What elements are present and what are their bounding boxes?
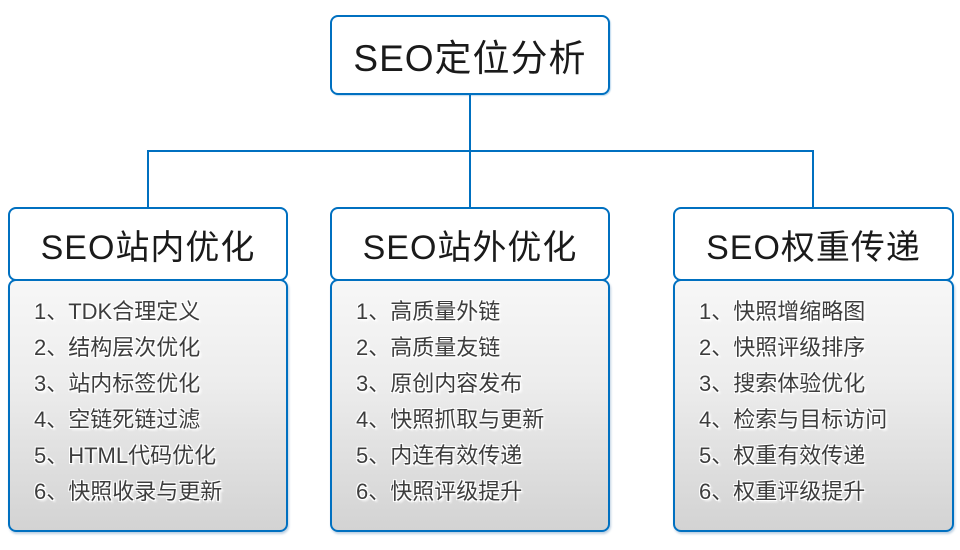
connector-branch-bar: [147, 150, 814, 152]
list-item: 1、快照增缩略图: [699, 299, 866, 324]
branch-weight-title: SEO权重传递: [706, 228, 921, 267]
branch-onsite-header: SEO站内优化: [8, 207, 288, 281]
list-item: 3、搜索体验优化: [699, 371, 866, 396]
branch-weight-transfer: SEO权重传递 1、快照增缩略图 2、快照评级排序 3、搜索体验优化 4、检索与…: [673, 207, 954, 532]
list-item: 5、HTML代码优化: [34, 443, 217, 468]
branch-onsite-title: SEO站内优化: [40, 228, 256, 267]
branch-offsite-optimization: SEO站外优化 1、高质量外链 2、高质量友链 3、原创内容发布 4、快照抓取与…: [330, 207, 610, 532]
list-item: 2、高质量友链: [356, 335, 501, 360]
root-node-title: SEO定位分析: [353, 38, 587, 79]
list-item: 4、空链死链过滤: [34, 407, 201, 432]
branch-onsite-list: 1、TDK合理定义 2、结构层次优化 3、站内标签优化 4、空链死链过滤 5、H…: [8, 279, 288, 532]
connector-root-stem: [469, 95, 471, 152]
connector-drop-left: [147, 150, 149, 208]
list-item: 6、快照收录与更新: [34, 479, 223, 504]
list-item: 2、快照评级排序: [699, 335, 866, 360]
branch-offsite-header: SEO站外优化: [330, 207, 610, 281]
connector-drop-center: [469, 150, 471, 208]
list-item: 4、快照抓取与更新: [356, 407, 545, 432]
list-item: 1、TDK合理定义: [34, 299, 201, 324]
list-item: 5、权重有效传递: [699, 443, 866, 468]
list-item: 3、原创内容发布: [356, 371, 523, 396]
list-item: 5、内连有效传递: [356, 443, 523, 468]
list-item: 6、快照评级提升: [356, 479, 523, 504]
branch-weight-header: SEO权重传递: [673, 207, 954, 281]
connector-drop-right: [812, 150, 814, 208]
list-item: 1、高质量外链: [356, 299, 501, 324]
branch-onsite-optimization: SEO站内优化 1、TDK合理定义 2、结构层次优化 3、站内标签优化 4、空链…: [8, 207, 288, 532]
list-item: 6、权重评级提升: [699, 479, 866, 504]
list-item: 2、结构层次优化: [34, 335, 201, 360]
root-node: SEO定位分析: [330, 15, 610, 95]
branch-offsite-list: 1、高质量外链 2、高质量友链 3、原创内容发布 4、快照抓取与更新 5、内连有…: [330, 279, 610, 532]
branch-offsite-title: SEO站外优化: [362, 228, 578, 267]
list-item: 3、站内标签优化: [34, 371, 201, 396]
branch-weight-list: 1、快照增缩略图 2、快照评级排序 3、搜索体验优化 4、检索与目标访问 5、权…: [673, 279, 954, 532]
list-item: 4、检索与目标访问: [699, 407, 888, 432]
